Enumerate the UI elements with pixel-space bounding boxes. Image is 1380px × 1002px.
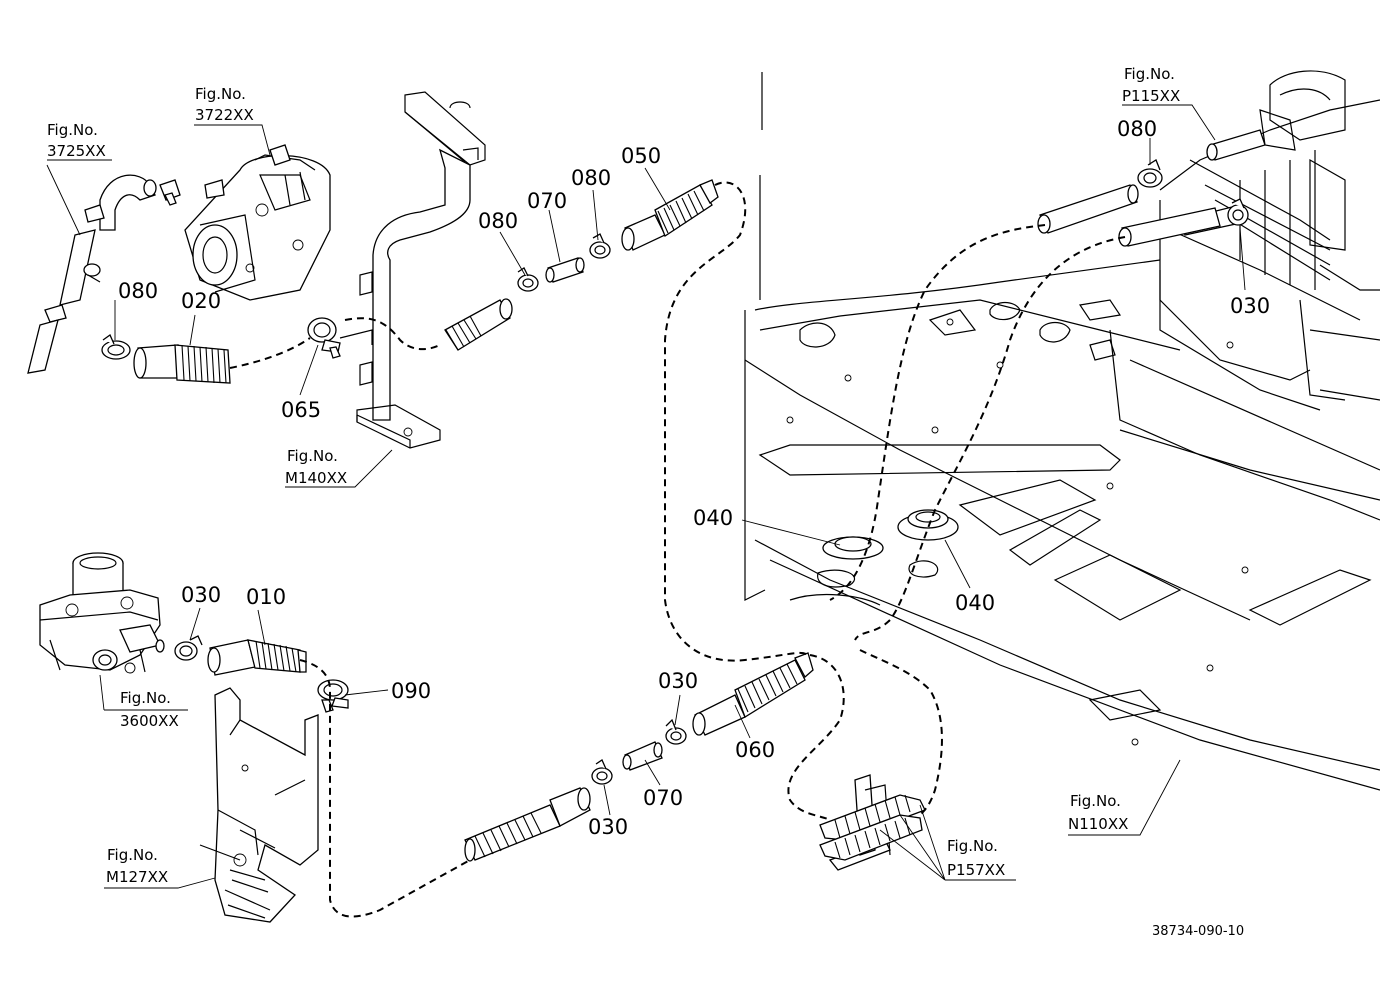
clamp-080-left (101, 334, 131, 360)
part-number-labels: 080 020 065 080 070 080 050 080 030 040 … (118, 117, 1270, 839)
figure-references: Fig.No. 3725XX Fig.No. 3722XX Fig.No. M1… (47, 65, 1180, 886)
joint-070-lower (622, 741, 663, 771)
svg-text:Fig.No.: Fig.No. (1070, 792, 1121, 810)
hose-upper-middle (444, 298, 513, 351)
hose-010 (207, 639, 307, 676)
engine-assembly-upper-right (1159, 70, 1380, 401)
svg-text:3725XX: 3725XX (47, 142, 106, 160)
part-label-030: 030 (588, 815, 628, 839)
fig-ref-m140: Fig.No. M140XX (285, 447, 347, 487)
part-label-030: 030 (181, 583, 221, 607)
assembly-center-lines (229, 181, 1126, 918)
part-label-065: 065 (281, 398, 321, 422)
part-label-040: 040 (693, 506, 733, 530)
svg-text:Fig.No.: Fig.No. (287, 447, 338, 465)
part-label-060: 060 (735, 738, 775, 762)
floor-frame (744, 72, 1380, 791)
fig-ref-3725: Fig.No. 3725XX (47, 121, 106, 160)
fig-ref-p157: Fig.No. P157XX (947, 837, 1005, 879)
part-label-030: 030 (1230, 294, 1270, 318)
svg-text:P115XX: P115XX (1122, 87, 1180, 105)
svg-text:Fig.No.: Fig.No. (120, 689, 171, 707)
part-label-020: 020 (181, 289, 221, 313)
part-label-040: 040 (955, 591, 995, 615)
clamp-090 (317, 679, 349, 713)
hose-060 (692, 652, 814, 736)
pump-3600 (39, 552, 165, 674)
drawing-code: 38734-090-10 (1152, 924, 1244, 939)
clamp-065 (307, 317, 341, 359)
grommet-040-left (822, 536, 884, 560)
grommet-040-right (897, 509, 959, 541)
svg-text:N110XX: N110XX (1068, 815, 1128, 833)
svg-text:M127XX: M127XX (106, 868, 168, 886)
part-label-080: 080 (1117, 117, 1157, 141)
part-label-080: 080 (478, 209, 518, 233)
hose-020 (133, 344, 231, 384)
svg-text:Fig.No.: Fig.No. (947, 837, 998, 855)
hose-upper-right (1037, 184, 1221, 247)
svg-text:Fig.No.: Fig.No. (1124, 65, 1175, 83)
clamp-080-right (1137, 159, 1163, 188)
svg-text:Fig.No.: Fig.No. (195, 85, 246, 103)
svg-text:Fig.No.: Fig.No. (47, 121, 98, 139)
clamp-030-middle (665, 718, 687, 745)
pipe-3725 (27, 204, 105, 374)
part-label-080: 080 (571, 166, 611, 190)
hose-clamp-bracket-p157 (819, 774, 926, 871)
part-label-090: 090 (391, 679, 431, 703)
hose-050 (621, 179, 719, 251)
part-label-080: 080 (118, 279, 158, 303)
part-label-050: 050 (621, 144, 661, 168)
part-label-070: 070 (643, 786, 683, 810)
part-label-010: 010 (246, 585, 286, 609)
svg-text:3722XX: 3722XX (195, 106, 254, 124)
pedal-bracket-m127 (199, 687, 319, 923)
svg-text:Fig.No.: Fig.No. (107, 846, 158, 864)
fig-ref-3722: Fig.No. 3722XX (195, 85, 254, 124)
hose-lower-middle (464, 787, 591, 862)
joint-070-upper (545, 257, 585, 283)
clamp-030-right (1227, 198, 1249, 226)
fig-ref-p115: Fig.No. P115XX (1122, 65, 1180, 105)
fig-ref-m127: Fig.No. M127XX (106, 846, 168, 886)
clamp-080-upper (589, 233, 611, 259)
clamp-080-middle (517, 267, 539, 292)
clamp-030-left (174, 635, 203, 661)
clamp-030-lower (591, 759, 613, 785)
svg-text:M140XX: M140XX (285, 469, 347, 487)
part-label-030: 030 (658, 669, 698, 693)
svg-text:3600XX: 3600XX (120, 712, 179, 730)
support-bracket-m140 (339, 91, 486, 449)
fig-ref-n110: Fig.No. N110XX (1068, 792, 1128, 833)
fig-ref-3600: Fig.No. 3600XX (120, 689, 179, 730)
leader-lines (46, 104, 1246, 889)
part-label-070: 070 (527, 189, 567, 213)
floor-holes (786, 318, 1249, 746)
svg-text:P157XX: P157XX (947, 861, 1005, 879)
valve-3722 (99, 144, 331, 301)
